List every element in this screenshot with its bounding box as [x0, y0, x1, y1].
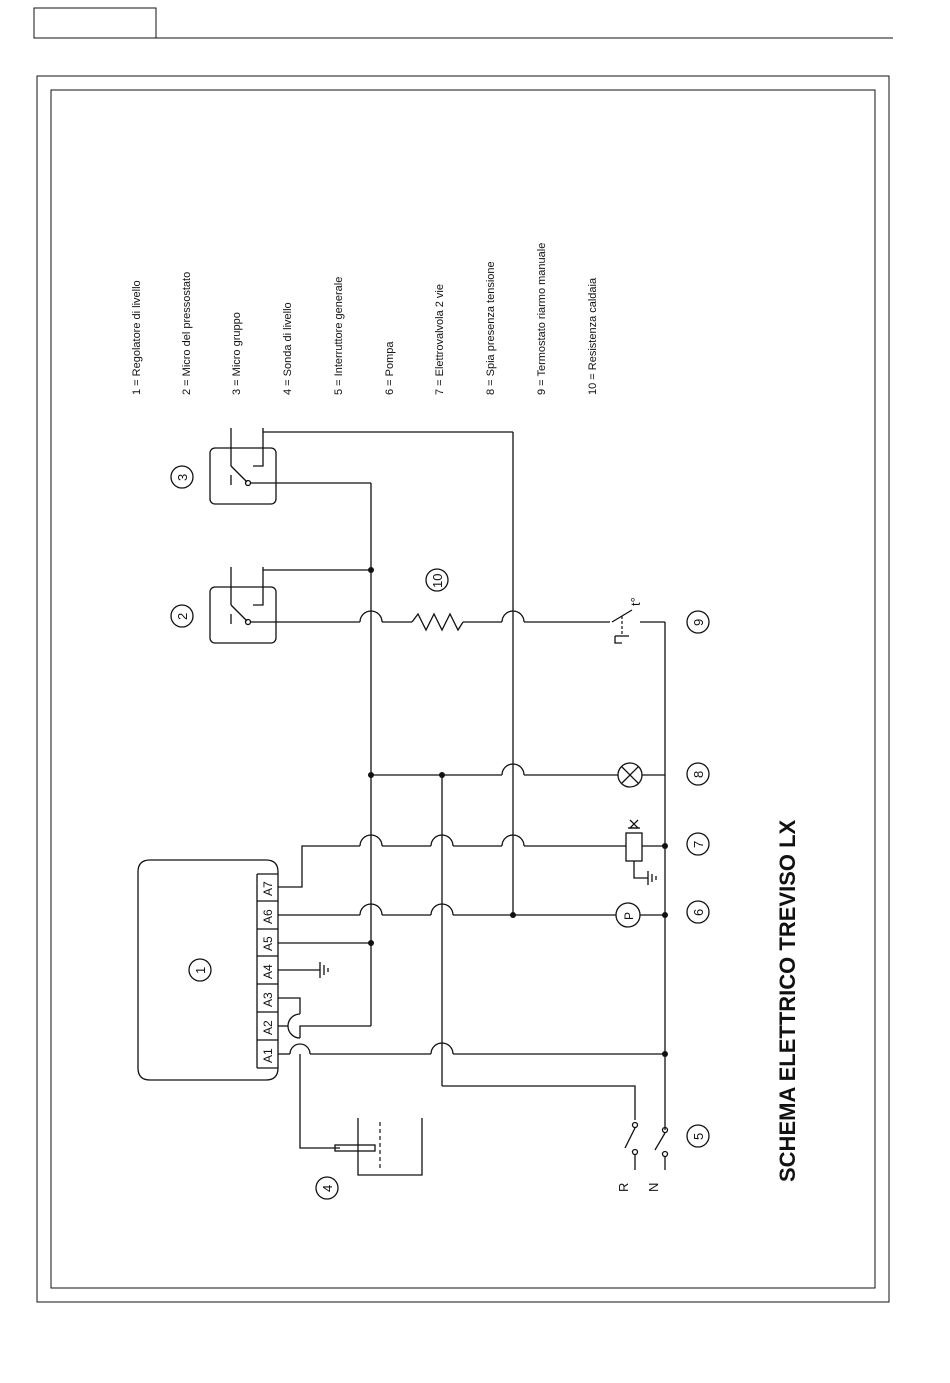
terminal-a7-label: A7 [261, 881, 275, 896]
ground-symbol-a4 [278, 962, 329, 978]
terminal-a6-label: A6 [261, 909, 275, 924]
callout-4: 4 [320, 1185, 335, 1192]
header-box [33, 7, 157, 39]
terminal-a5-label: A5 [261, 936, 275, 951]
callouts: 1 2 3 4 5 6 7 8 9 10 [170, 465, 710, 1200]
pump: P [615, 902, 641, 928]
terminal-a2-label: A2 [261, 1020, 275, 1035]
callout-2: 2 [175, 613, 190, 620]
outer-frame [36, 75, 890, 1303]
inner-frame [50, 89, 876, 1289]
legend-item-9: 9 = Termostato riarmo manuale [536, 243, 548, 395]
legend-item-4: 4 = Sonda di livello [282, 302, 294, 395]
legend: 1 = Regolatore di livello 2 = Micro del … [131, 243, 599, 395]
resistor-symbol [411, 612, 464, 632]
terminal-a3-label: A3 [261, 992, 275, 1007]
thermostat-label: t° [628, 597, 643, 606]
solenoid-valve [625, 819, 665, 885]
terminal-a4-label: A4 [261, 964, 275, 979]
callout-5: 5 [691, 1133, 706, 1140]
group-switch-micro [209, 428, 513, 505]
callout-6: 6 [691, 909, 706, 916]
thermostat-symbol: t° [611, 597, 665, 644]
page-header [33, 7, 893, 39]
wiring: t° [278, 432, 669, 1192]
callout-7: 7 [691, 841, 706, 848]
terminal-a1-label: A1 [261, 1048, 275, 1063]
junction-dots [368, 567, 668, 1057]
callout-1: 1 [193, 967, 208, 974]
legend-item-1: 1 = Regolatore di livello [131, 280, 143, 395]
legend-item-8: 8 = Spia presenza tensione [485, 261, 497, 395]
pressure-switch-micro [209, 567, 371, 644]
legend-item-2: 2 = Micro del pressostato [181, 272, 193, 395]
legend-item-6: 6 = Pompa [384, 341, 396, 395]
phase-label: R [616, 1183, 631, 1192]
level-probe [334, 1118, 423, 1176]
legend-item-7: 7 = Elettrovalvola 2 vie [434, 284, 446, 395]
neutral-label: N [646, 1183, 661, 1192]
level-regulator-box [137, 859, 279, 1081]
legend-item-3: 3 = Micro gruppo [231, 312, 243, 395]
callout-10: 10 [430, 574, 445, 588]
diagram-title: SCHEMA ELETTRICO TREVISO LX [775, 819, 800, 1182]
main-switch: R N [616, 1121, 669, 1192]
legend-item-10: 10 = Resistenza caldaia [587, 277, 599, 395]
level-regulator: A1 A2 A3 A4 A5 A6 A7 [137, 859, 279, 1081]
indicator-lamp [617, 762, 643, 788]
callout-9: 9 [691, 619, 706, 626]
callout-8: 8 [691, 771, 706, 778]
callout-3: 3 [175, 474, 190, 481]
pump-symbol-label: P [622, 912, 636, 920]
legend-item-5: 5 = Interruttore generale [333, 277, 345, 395]
